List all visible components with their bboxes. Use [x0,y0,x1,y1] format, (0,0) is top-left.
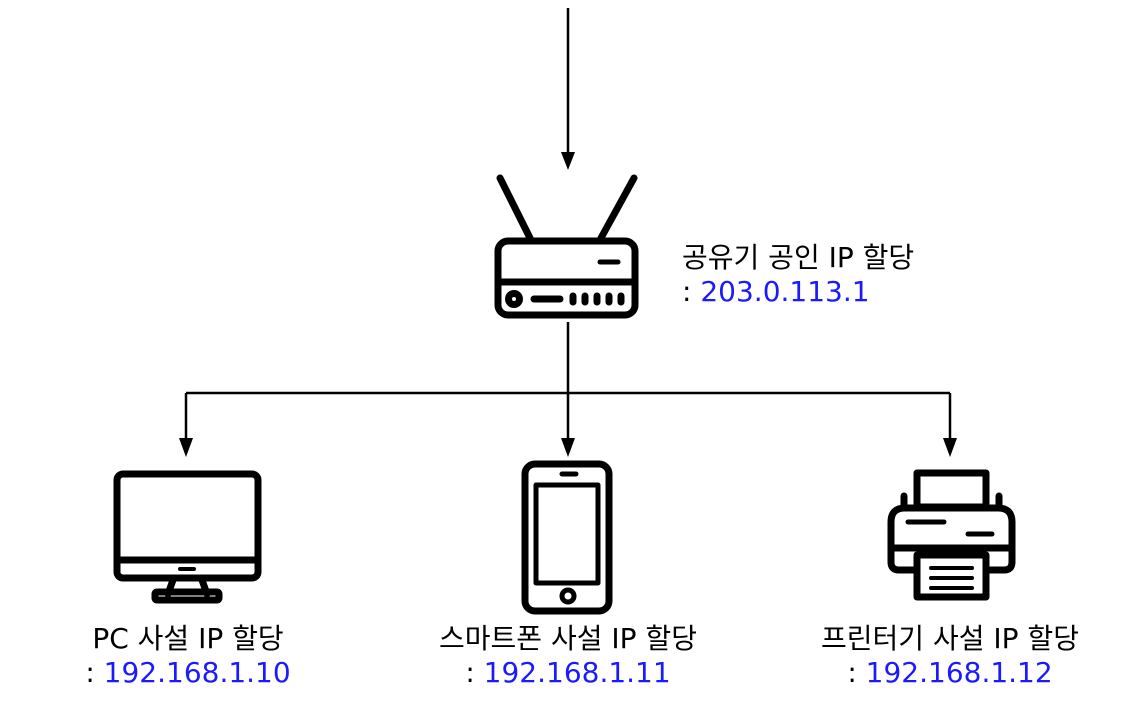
smartphone-label: 스마트폰 사설 IP 할당 : 192.168.1.11 [439,622,697,690]
smartphone-private-ip: 192.168.1.11 [483,656,671,689]
monitor-icon [113,470,262,604]
smartphone-icon [521,460,613,615]
router-title: 공유기 공인 IP 할당 [682,241,915,274]
router-ip-prefix: : [682,275,701,308]
router-label: 공유기 공인 IP 할당 : 203.0.113.1 [682,241,914,309]
distribution-lines [184,322,952,440]
printer-ip-line: : 192.168.1.12 [821,656,1079,690]
printer-private-ip: 192.168.1.12 [865,656,1053,689]
printer-ip-prefix: : [847,656,866,689]
pc-ip-line: : 192.168.1.10 [85,656,290,690]
printer-label: 프린터기 사설 IP 할당 : 192.168.1.12 [821,622,1079,690]
phone-arrowhead [561,438,575,457]
pc-ip-prefix: : [85,656,104,689]
printer-arrowhead [943,438,957,457]
incoming-connection-arrow [561,8,575,170]
printer-title: 프린터기 사설 IP 할당 [821,622,1079,655]
printer-icon [887,469,1016,601]
smartphone-ip-line: : 192.168.1.11 [439,656,697,690]
router-ip-line: : 203.0.113.1 [682,275,914,309]
smartphone-title: 스마트폰 사설 IP 할당 [439,622,697,655]
router-public-ip: 203.0.113.1 [700,275,870,308]
pc-label: PC 사설 IP 할당 : 192.168.1.10 [85,622,290,690]
smartphone-ip-prefix: : [465,656,484,689]
device-arrowheads [179,438,957,457]
pc-title: PC 사설 IP 할당 [92,622,284,655]
pc-private-ip: 192.168.1.10 [103,656,291,689]
pc-arrowhead [179,438,193,457]
router-icon [494,174,639,319]
